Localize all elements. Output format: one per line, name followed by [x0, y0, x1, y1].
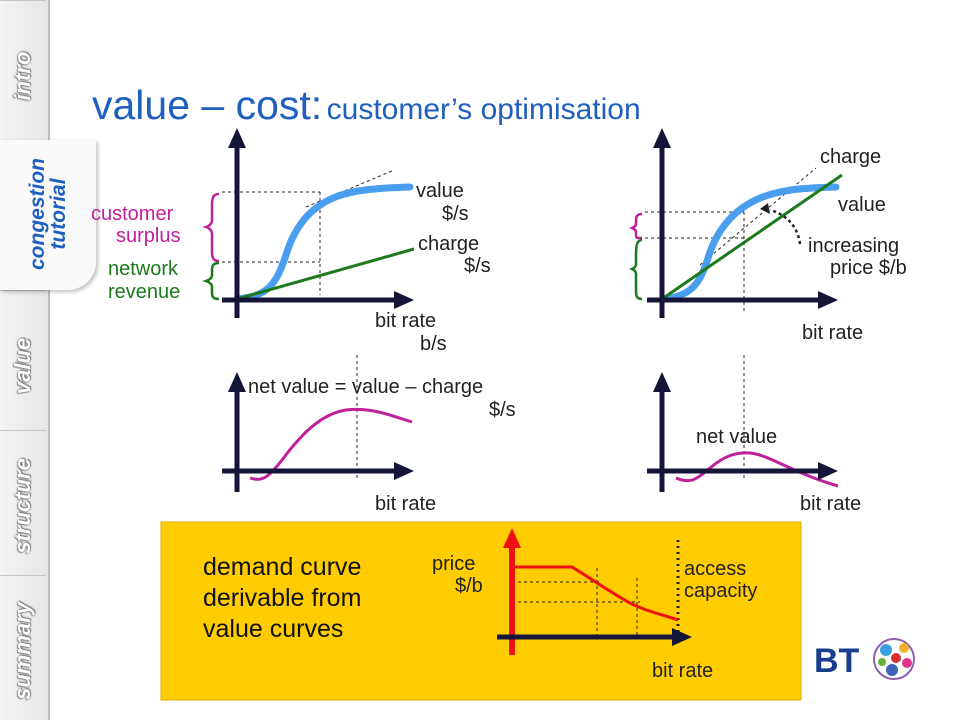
- tr-y-axis-arrow: [653, 128, 671, 148]
- tl-x-label: bit rate: [375, 310, 436, 332]
- dm-x-axis-arrow: [672, 628, 692, 646]
- tr-increasing-line1: increasing: [808, 235, 899, 257]
- demand-text-line2: derivable from: [203, 584, 362, 612]
- tl-charge-unit: $/s: [464, 255, 491, 277]
- tab-structure[interactable]: structure: [0, 430, 46, 581]
- tab-congestion-tutorial[interactable]: congestion tutorial: [0, 140, 96, 290]
- tl-revenue-line2: revenue: [108, 281, 180, 303]
- bt-globe-icon: [873, 638, 915, 680]
- dm-price-unit: $/b: [455, 575, 483, 597]
- bl-net-label: net value = value – charge: [248, 376, 483, 398]
- tr-x-axis-arrow: [818, 291, 838, 309]
- demand-text-line1: demand curve: [203, 553, 362, 581]
- demand-box-background: [160, 521, 802, 701]
- tr-increasing-arrow-line: [769, 208, 802, 245]
- dm-demand-curve: [512, 565, 679, 622]
- tr-value-label: value: [838, 194, 886, 216]
- page-title: value – cost: customer’s optimisation: [92, 82, 641, 129]
- graph-top-right: charge value increasing price $/b bit ra…: [629, 128, 907, 344]
- bl-net-unit: $/s: [489, 399, 516, 421]
- tab-value[interactable]: value: [0, 290, 46, 441]
- dm-price-label: price: [432, 553, 475, 575]
- br-x-label: bit rate: [800, 493, 861, 515]
- tl-value-curve: [233, 183, 414, 303]
- dm-access-line1: access: [684, 558, 746, 580]
- tab-intro[interactable]: intro: [0, 0, 46, 151]
- tr-value-curve: [660, 183, 840, 303]
- tl-revenue-brace: [202, 261, 220, 301]
- bl-net-value-curve: [249, 407, 413, 481]
- tl-charge-line: [236, 247, 415, 301]
- bt-logo-text: BT: [814, 642, 860, 680]
- page-title-main: value – cost:: [92, 82, 323, 128]
- bl-x-label: bit rate: [375, 493, 436, 515]
- tab-summary[interactable]: summary: [0, 575, 46, 726]
- demand-text-line3: value curves: [203, 615, 344, 643]
- bt-logo: BT: [814, 638, 915, 680]
- graph-bottom-left: net value = value – charge $/s bit rate: [222, 355, 516, 515]
- tl-x-unit: b/s: [420, 333, 447, 355]
- br-net-value-curve: [675, 451, 839, 488]
- tl-surplus-brace: [202, 192, 220, 263]
- tl-surplus-line1: customer: [91, 203, 174, 225]
- tl-surplus-line2: surplus: [116, 225, 180, 247]
- br-x-axis-arrow: [818, 462, 838, 480]
- tr-charge-line: [661, 173, 843, 301]
- tr-charge-label: charge: [820, 146, 881, 168]
- tr-revenue-brace: [629, 238, 643, 301]
- dm-x-label: bit rate: [652, 660, 713, 682]
- tr-tangent-line: [699, 167, 817, 266]
- tr-increasing-arrow-head: [760, 203, 770, 214]
- tl-y-axis-arrow: [228, 128, 246, 148]
- tl-charge-label: charge: [418, 233, 479, 255]
- graph-demand: price $/b access capacity bit rate: [432, 528, 757, 682]
- sidebar-nav: intro value structure summary: [0, 0, 50, 720]
- page-title-sub: customer’s optimisation: [326, 93, 641, 126]
- tr-increasing-line2: price $/b: [830, 257, 907, 279]
- br-net-label: net value: [696, 426, 777, 448]
- graph-bottom-right: net value bit rate: [647, 355, 861, 515]
- demand-box-text: demand curve derivable from value curves: [203, 552, 361, 645]
- tr-surplus-brace: [629, 212, 643, 240]
- tl-x-axis-arrow: [394, 291, 414, 309]
- dm-access-line2: capacity: [684, 580, 757, 602]
- br-y-axis-arrow: [653, 372, 671, 392]
- tl-value-unit: $/s: [442, 203, 469, 225]
- dm-y-axis-arrow: [503, 528, 521, 548]
- tl-value-label: value: [416, 180, 464, 202]
- tl-revenue-line1: network: [108, 258, 179, 280]
- tr-x-label: bit rate: [802, 322, 863, 344]
- graph-top-left: value $/s charge $/s customer surplus ne…: [91, 128, 491, 355]
- bl-y-axis-arrow: [228, 372, 246, 392]
- bl-x-axis-arrow: [394, 462, 414, 480]
